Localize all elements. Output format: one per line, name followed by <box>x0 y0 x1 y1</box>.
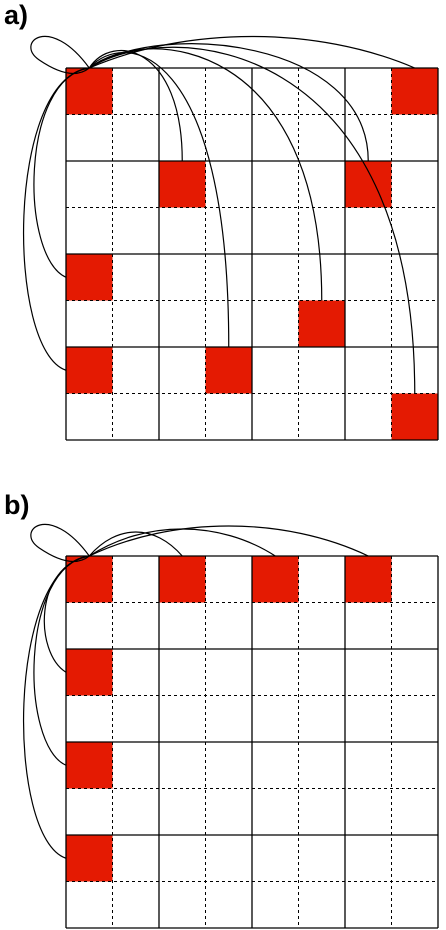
panel-b-filled-cell-r2-c0 <box>66 649 113 696</box>
panel-a-filled-cell-r6-c3 <box>205 347 252 394</box>
panel-a-filled-cell-r0-c0 <box>66 68 113 115</box>
panel-a-link-arc-r4-c0 <box>33 67 90 278</box>
panel-b-filled-cell-r0-c0 <box>66 556 113 603</box>
panel-b-link-arc-r4-c0 <box>33 555 90 766</box>
panel-a-link-arc-r7-c7 <box>88 46 416 394</box>
panel-b-link-arc-r0-c2 <box>88 531 183 557</box>
panel-a-filled-cell-r6-c0 <box>66 347 113 394</box>
panel-a-link-arc-r6-c0 <box>23 67 90 371</box>
panel-b-filled-cell-r0-c4 <box>252 556 299 603</box>
panel-b-filled-cell-r4-c0 <box>66 742 113 789</box>
panel-b-link-arc-r0-c6 <box>88 525 369 557</box>
panel-a-link-arc-r6-c3 <box>88 51 230 348</box>
panel-b-filled-cell-r0-c2 <box>159 556 206 603</box>
panel-a-filled-cell-r2-c2 <box>159 161 206 208</box>
panel-a-filled-cell-r0-c7 <box>391 68 438 115</box>
panel-b-filled-cell-r0-c6 <box>345 556 392 603</box>
panel-a-filled-cell-r2-c6 <box>345 161 392 208</box>
panel-a-link-arc-r0-c7 <box>89 35 415 69</box>
panel-a-filled-cell-r7-c7 <box>391 393 438 440</box>
panel-a-filled-cell-r5-c5 <box>298 300 345 347</box>
panel-a-link-arc-r2-c6 <box>88 43 369 162</box>
panel-b-label: b) <box>4 490 29 520</box>
panel-a-link-arc-r5-c5 <box>88 48 323 301</box>
panel-a-label: a) <box>4 0 28 30</box>
panel-b-grid <box>23 523 439 929</box>
panel-b-link-arc-r0-c4 <box>88 528 276 557</box>
panel-a-link-arc-r2-c2 <box>88 49 183 162</box>
panel-b-filled-cell-r6-c0 <box>66 835 113 882</box>
panel-b-link-arc-r6-c0 <box>23 555 90 859</box>
panel-a-filled-cell-r4-c0 <box>66 254 113 301</box>
panel-a-grid <box>23 35 439 441</box>
